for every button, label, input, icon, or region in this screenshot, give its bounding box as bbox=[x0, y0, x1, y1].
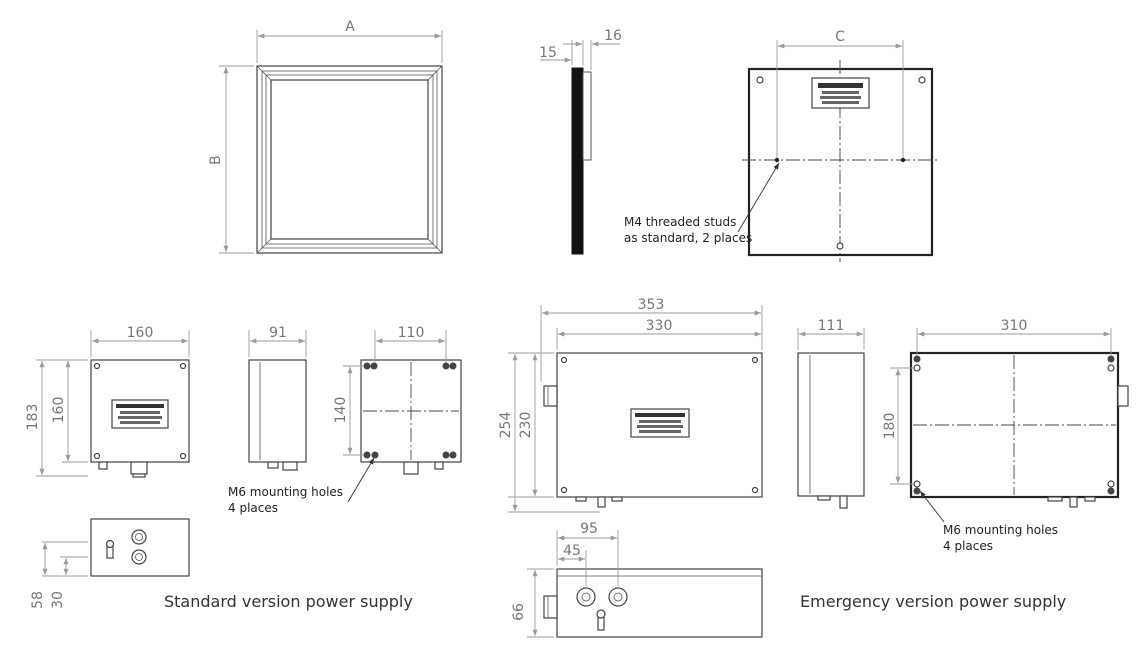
standard-bottom-offset-label: 30 bbox=[50, 591, 66, 609]
panel-frame-bevel bbox=[265, 74, 434, 245]
standard-mounting-note-line1: M6 mounting holes bbox=[228, 485, 343, 499]
emergency-width-label: 330 bbox=[646, 318, 673, 334]
emergency-hole-height-label: 180 bbox=[882, 413, 898, 440]
standard-side-outline bbox=[248, 359, 307, 463]
panel-front-view: A B bbox=[208, 19, 443, 254]
emergency-side-view: 111 bbox=[797, 318, 865, 509]
panel-light-area bbox=[270, 79, 429, 240]
rating-label-plate bbox=[811, 77, 870, 109]
standard-height-label: 160 bbox=[51, 397, 67, 424]
panel-frame-inner-edge bbox=[261, 70, 438, 249]
standard-label-plate bbox=[111, 399, 169, 429]
emergency-label-plate bbox=[630, 408, 690, 438]
panel-width-label: A bbox=[345, 19, 355, 35]
emergency-gland-spacing-1-label: 45 bbox=[563, 543, 581, 559]
standard-caption: Standard version power supply bbox=[164, 592, 413, 611]
emergency-height-label: 230 bbox=[518, 412, 534, 439]
panel-depth-label-16: 16 bbox=[604, 28, 622, 44]
emergency-hole-width-label: 310 bbox=[1001, 318, 1028, 334]
standard-front-view: 160 183 160 bbox=[25, 325, 190, 478]
m4-stud-left bbox=[774, 157, 780, 163]
panel-side-view: 15 16 bbox=[539, 28, 622, 255]
stud-spacing-label: C bbox=[835, 29, 845, 45]
emergency-gland-spacing-2-label: 95 bbox=[580, 521, 598, 537]
emergency-height-overall-label: 254 bbox=[498, 412, 514, 439]
emergency-front-view: 353 330 254 230 bbox=[498, 297, 763, 513]
standard-hole-height-label: 140 bbox=[333, 397, 349, 424]
studs-note-line2: as standard, 2 places bbox=[624, 231, 752, 245]
m4-stud-right bbox=[900, 157, 906, 163]
emergency-back-view: 310 180 M6 mounting holes 4 places bbox=[882, 318, 1129, 553]
standard-hole-width-label: 110 bbox=[398, 325, 425, 341]
studs-note-line1: M4 threaded studs bbox=[624, 215, 736, 229]
emergency-caption: Emergency version power supply bbox=[800, 592, 1066, 611]
standard-depth-label: 91 bbox=[269, 325, 287, 341]
panel-back-view: C M4 threaded studs as standard, 2 place… bbox=[624, 29, 940, 262]
emergency-bottom-view: 95 45 66 Emergency version power supply bbox=[511, 521, 1066, 638]
standard-side-view: 91 bbox=[248, 325, 307, 471]
standard-height-overall-label: 183 bbox=[25, 404, 41, 431]
panel-height-label: B bbox=[208, 155, 224, 165]
emergency-depth-label: 111 bbox=[818, 318, 845, 334]
standard-bottom-height-label: 58 bbox=[30, 591, 46, 609]
emergency-mounting-note-line1: M6 mounting holes bbox=[943, 523, 1058, 537]
standard-mounting-note-line2: 4 places bbox=[228, 501, 278, 515]
standard-width-label: 160 bbox=[127, 325, 154, 341]
standard-back-view: 110 140 M6 mounting holes 4 places bbox=[228, 325, 462, 515]
standard-bottom-view: 58 30 Standard version power supply bbox=[30, 518, 413, 611]
standard-bottom-outline bbox=[90, 518, 190, 577]
emergency-side-outline bbox=[797, 352, 865, 497]
emergency-bottom-height-label: 66 bbox=[511, 603, 527, 621]
emergency-mounting-note-line2: 4 places bbox=[943, 539, 993, 553]
panel-depth-label-15: 15 bbox=[539, 45, 557, 61]
panel-stud-profile bbox=[582, 71, 592, 161]
emergency-width-overall-label: 353 bbox=[638, 297, 665, 313]
panel-side-profile bbox=[571, 67, 584, 255]
